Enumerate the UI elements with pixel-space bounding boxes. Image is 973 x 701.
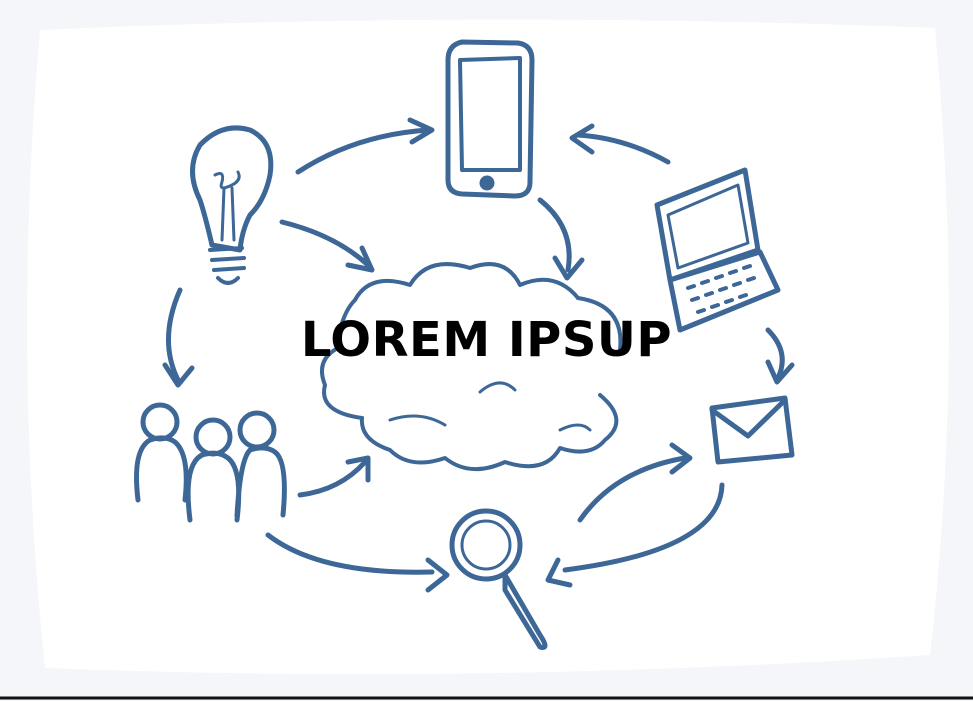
laptop-icon: [654, 167, 781, 333]
smartphone-icon: [445, 39, 535, 199]
arrow-cloud-to-envelope: [577, 442, 693, 523]
arrow-phone-to-cloud: [537, 197, 585, 281]
arrow-envelope-to-magnifier: [545, 482, 725, 588]
lightbulb-icon: [190, 125, 274, 285]
arrow-bulb-to-phone: [295, 117, 435, 175]
magnifier-icon: [449, 508, 548, 650]
arrow-people-to-bulb: [162, 287, 195, 388]
arrow-phone-to-laptop: [569, 123, 671, 165]
arrow-magnifier-to-people: [265, 532, 450, 593]
diagram-title: LOREM IPSUP: [300, 312, 673, 368]
arrow-people-to-cloud: [297, 455, 371, 498]
cloud-icon: [320, 262, 623, 472]
people-icon: [134, 402, 287, 523]
arrow-laptop-to-envelope: [765, 327, 795, 385]
arrow-bulb-to-cloud: [279, 219, 375, 273]
envelope-icon: [709, 395, 795, 465]
